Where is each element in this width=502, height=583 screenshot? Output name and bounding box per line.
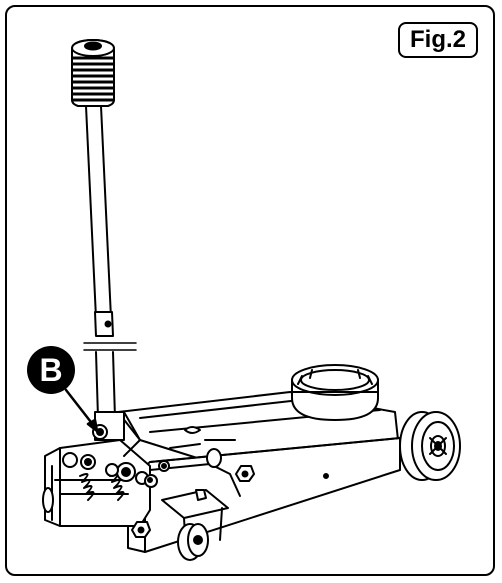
side-frame xyxy=(127,437,401,553)
callout-b-marker: B xyxy=(27,346,75,394)
saddle xyxy=(291,364,379,421)
callout-arrow xyxy=(64,388,99,433)
caster-wheel xyxy=(161,489,229,561)
figure-label: Fig.2 xyxy=(398,22,478,58)
handle-tube-upper xyxy=(85,105,114,337)
handle-grip xyxy=(71,39,115,107)
rear-wheel xyxy=(399,411,461,481)
springs xyxy=(79,473,125,501)
handle-tube-lower xyxy=(95,351,116,419)
handle-break-marks xyxy=(83,342,137,351)
front-roller xyxy=(42,487,54,513)
figure-label-text: Fig.2 xyxy=(409,26,466,53)
side-bolts xyxy=(131,460,255,538)
callout-letter: B xyxy=(39,351,63,388)
front-bracket xyxy=(44,439,151,527)
